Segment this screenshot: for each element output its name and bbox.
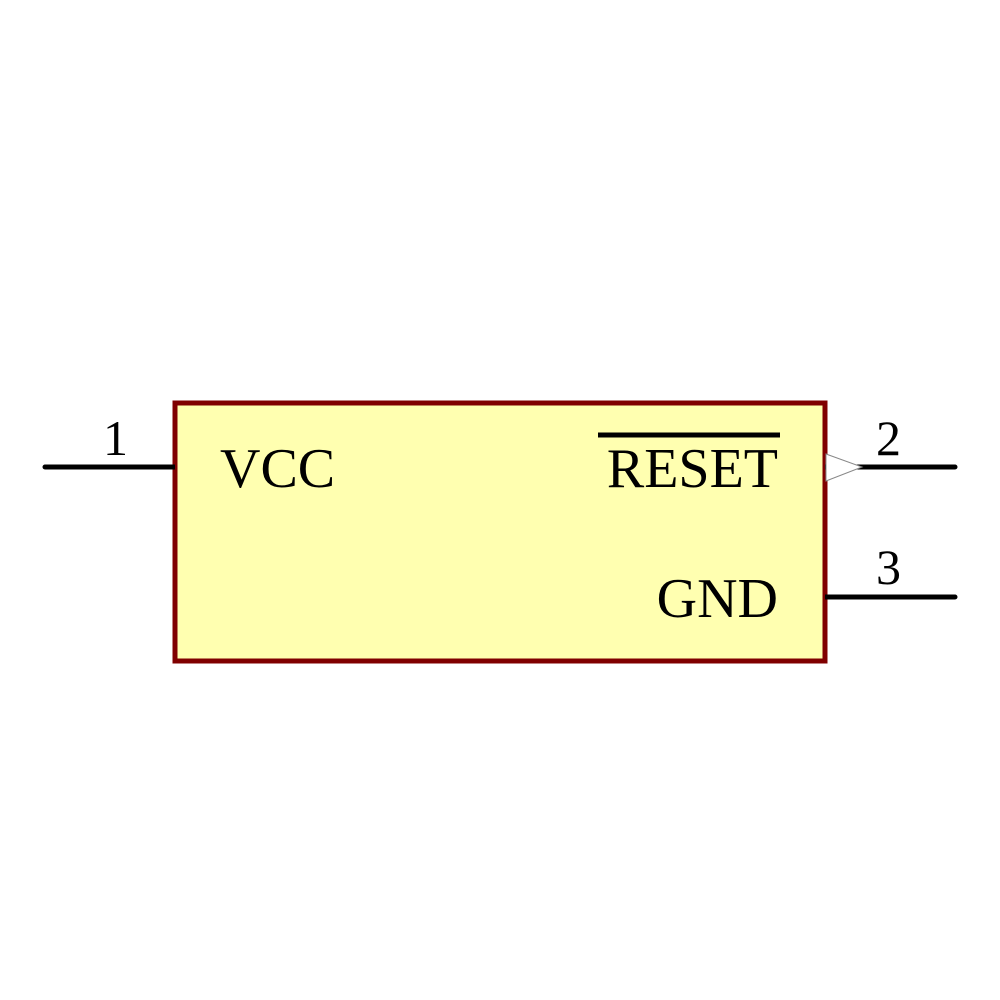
component-body[interactable] xyxy=(172,400,828,664)
pin-1-number: 1 xyxy=(103,410,128,466)
pin-3-end-dot xyxy=(952,594,958,600)
pin-1-label: VCC xyxy=(220,438,335,500)
pin-2-number: 2 xyxy=(876,410,901,466)
pin-3-number: 3 xyxy=(876,539,901,595)
pin-1-end-dot xyxy=(42,464,48,470)
pin-2-output-marker xyxy=(825,453,864,482)
pin-3-label: GND xyxy=(657,568,778,630)
pin-2-end-dot xyxy=(952,464,958,470)
pin-2-label: RESET xyxy=(607,438,778,500)
